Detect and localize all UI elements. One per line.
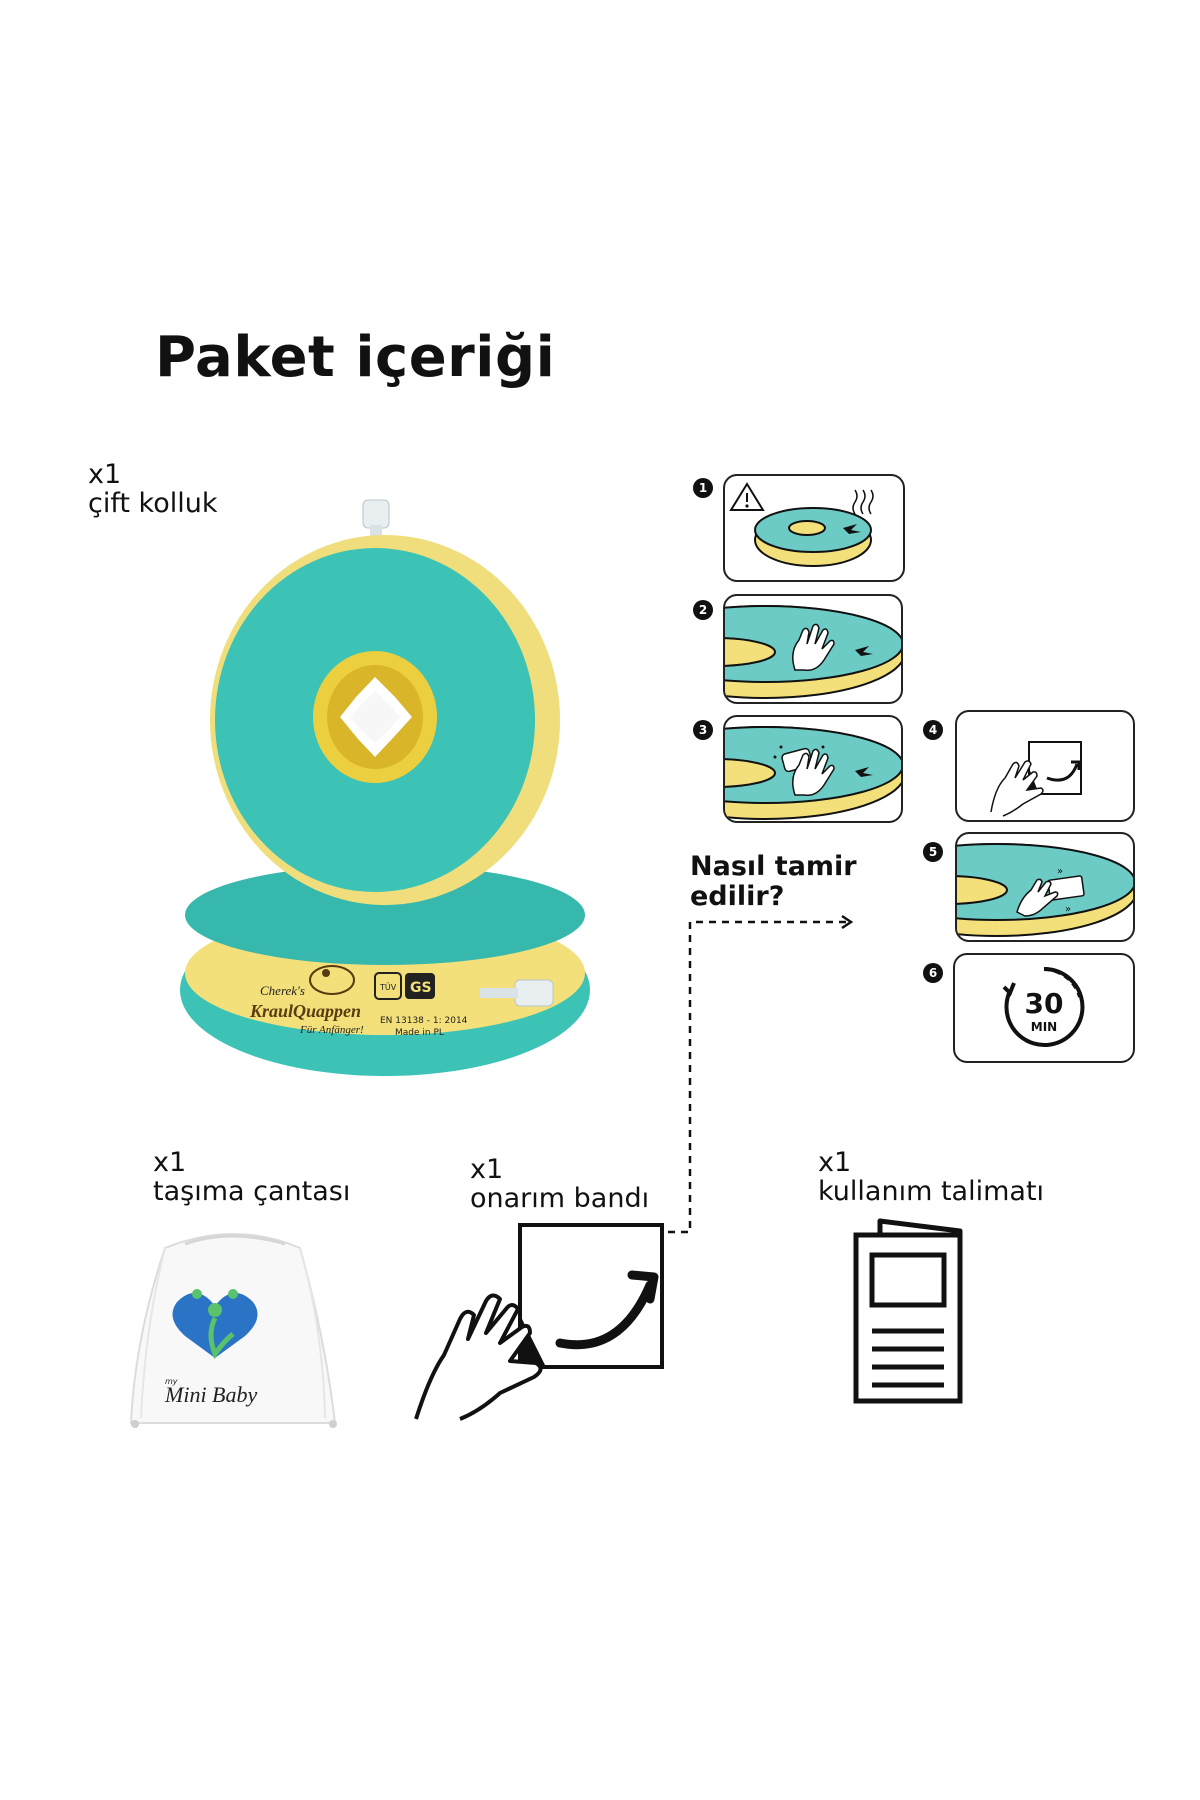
svg-text:»: »: [1057, 866, 1063, 877]
brand-sub-text: Für Anfänger!: [299, 1024, 364, 1036]
step-panel-3: [723, 715, 903, 823]
logo-small-text: my: [165, 1377, 178, 1386]
item-qty: x1: [88, 459, 122, 490]
item-qty: x1: [470, 1154, 504, 1185]
timer-unit: MIN: [1031, 1020, 1057, 1034]
warning-icon: [729, 482, 765, 511]
item-qty: x1: [153, 1147, 187, 1178]
origin-text: Made in PL: [395, 1028, 444, 1038]
repair-heading: Nasıl tamir edilir?: [690, 852, 857, 912]
mini-baby-logo: my Mini Baby: [164, 1289, 258, 1407]
step-panel-1: [723, 474, 905, 582]
apply-patch-icon: » »: [1016, 866, 1085, 917]
repair-tape-image: [414, 1223, 664, 1421]
item-bag-label: x1 taşıma çantası: [153, 1148, 350, 1206]
upper-armband: [210, 499, 560, 905]
timer-icon: 30 MIN: [1002, 966, 1085, 1047]
gs-mark-icon: [405, 973, 435, 999]
item-manual-label: x1 kullanım talimatı: [818, 1148, 1044, 1206]
page-title: Paket içeriği: [155, 325, 556, 390]
hand-wipe-icon: [792, 623, 835, 672]
brand-top-text: Cherek's: [260, 983, 305, 998]
manual-icon: [853, 1218, 963, 1404]
carry-bag-image: my Mini Baby: [129, 1233, 337, 1428]
item-name: taşıma çantası: [153, 1176, 351, 1207]
repair-heading-line1: Nasıl tamir: [690, 851, 857, 882]
peel-arrow-icon: [555, 1280, 655, 1350]
step-number-5: 5: [923, 842, 943, 862]
step-panel-2: [723, 594, 903, 704]
hand-icon: [414, 1293, 543, 1421]
hand-icon: [990, 760, 1044, 817]
repair-heading-line2: edilir?: [690, 881, 785, 912]
logo-main-text: Mini Baby: [164, 1382, 257, 1407]
step-number-4: 4: [923, 720, 943, 740]
norm-text: EN 13138 - 1: 2014: [380, 1016, 468, 1026]
tuv-text: TÜV: [379, 982, 397, 992]
item-armbands-label: x1 çift kolluk: [88, 460, 218, 518]
step-number-1: 1: [693, 478, 713, 498]
item-name: kullanım talimatı: [818, 1176, 1045, 1207]
timer-value: 30: [1025, 987, 1064, 1020]
item-qty: x1: [818, 1147, 852, 1178]
lower-armband: Cherek's KraulQuappen Für Anfänger! TÜV …: [180, 865, 590, 1076]
air-leak-icon: [843, 489, 874, 534]
frog-logo-icon: [309, 965, 355, 995]
puncture-icon: [855, 767, 873, 777]
item-name: onarım bandı: [470, 1183, 650, 1214]
tuv-mark-icon: [374, 972, 402, 1000]
item-name: çift kolluk: [88, 488, 218, 519]
svg-text:»: »: [1065, 904, 1071, 915]
armbands-image: Cherek's KraulQuappen Für Anfänger! TÜV …: [180, 499, 590, 1076]
step-number-3: 3: [693, 720, 713, 740]
step-panel-6: 30 MIN: [953, 953, 1135, 1063]
brand-main-text: KraulQuappen: [249, 1001, 361, 1021]
hand-cloth-icon: [773, 745, 835, 797]
step-number-6: 6: [923, 963, 943, 983]
step-panel-4: [955, 710, 1135, 822]
step-number-2: 2: [693, 600, 713, 620]
step-panel-5: » »: [955, 832, 1135, 942]
gs-text: GS: [410, 980, 432, 996]
puncture-icon: [855, 646, 873, 656]
item-tape-label: x1 onarım bandı: [470, 1155, 649, 1213]
